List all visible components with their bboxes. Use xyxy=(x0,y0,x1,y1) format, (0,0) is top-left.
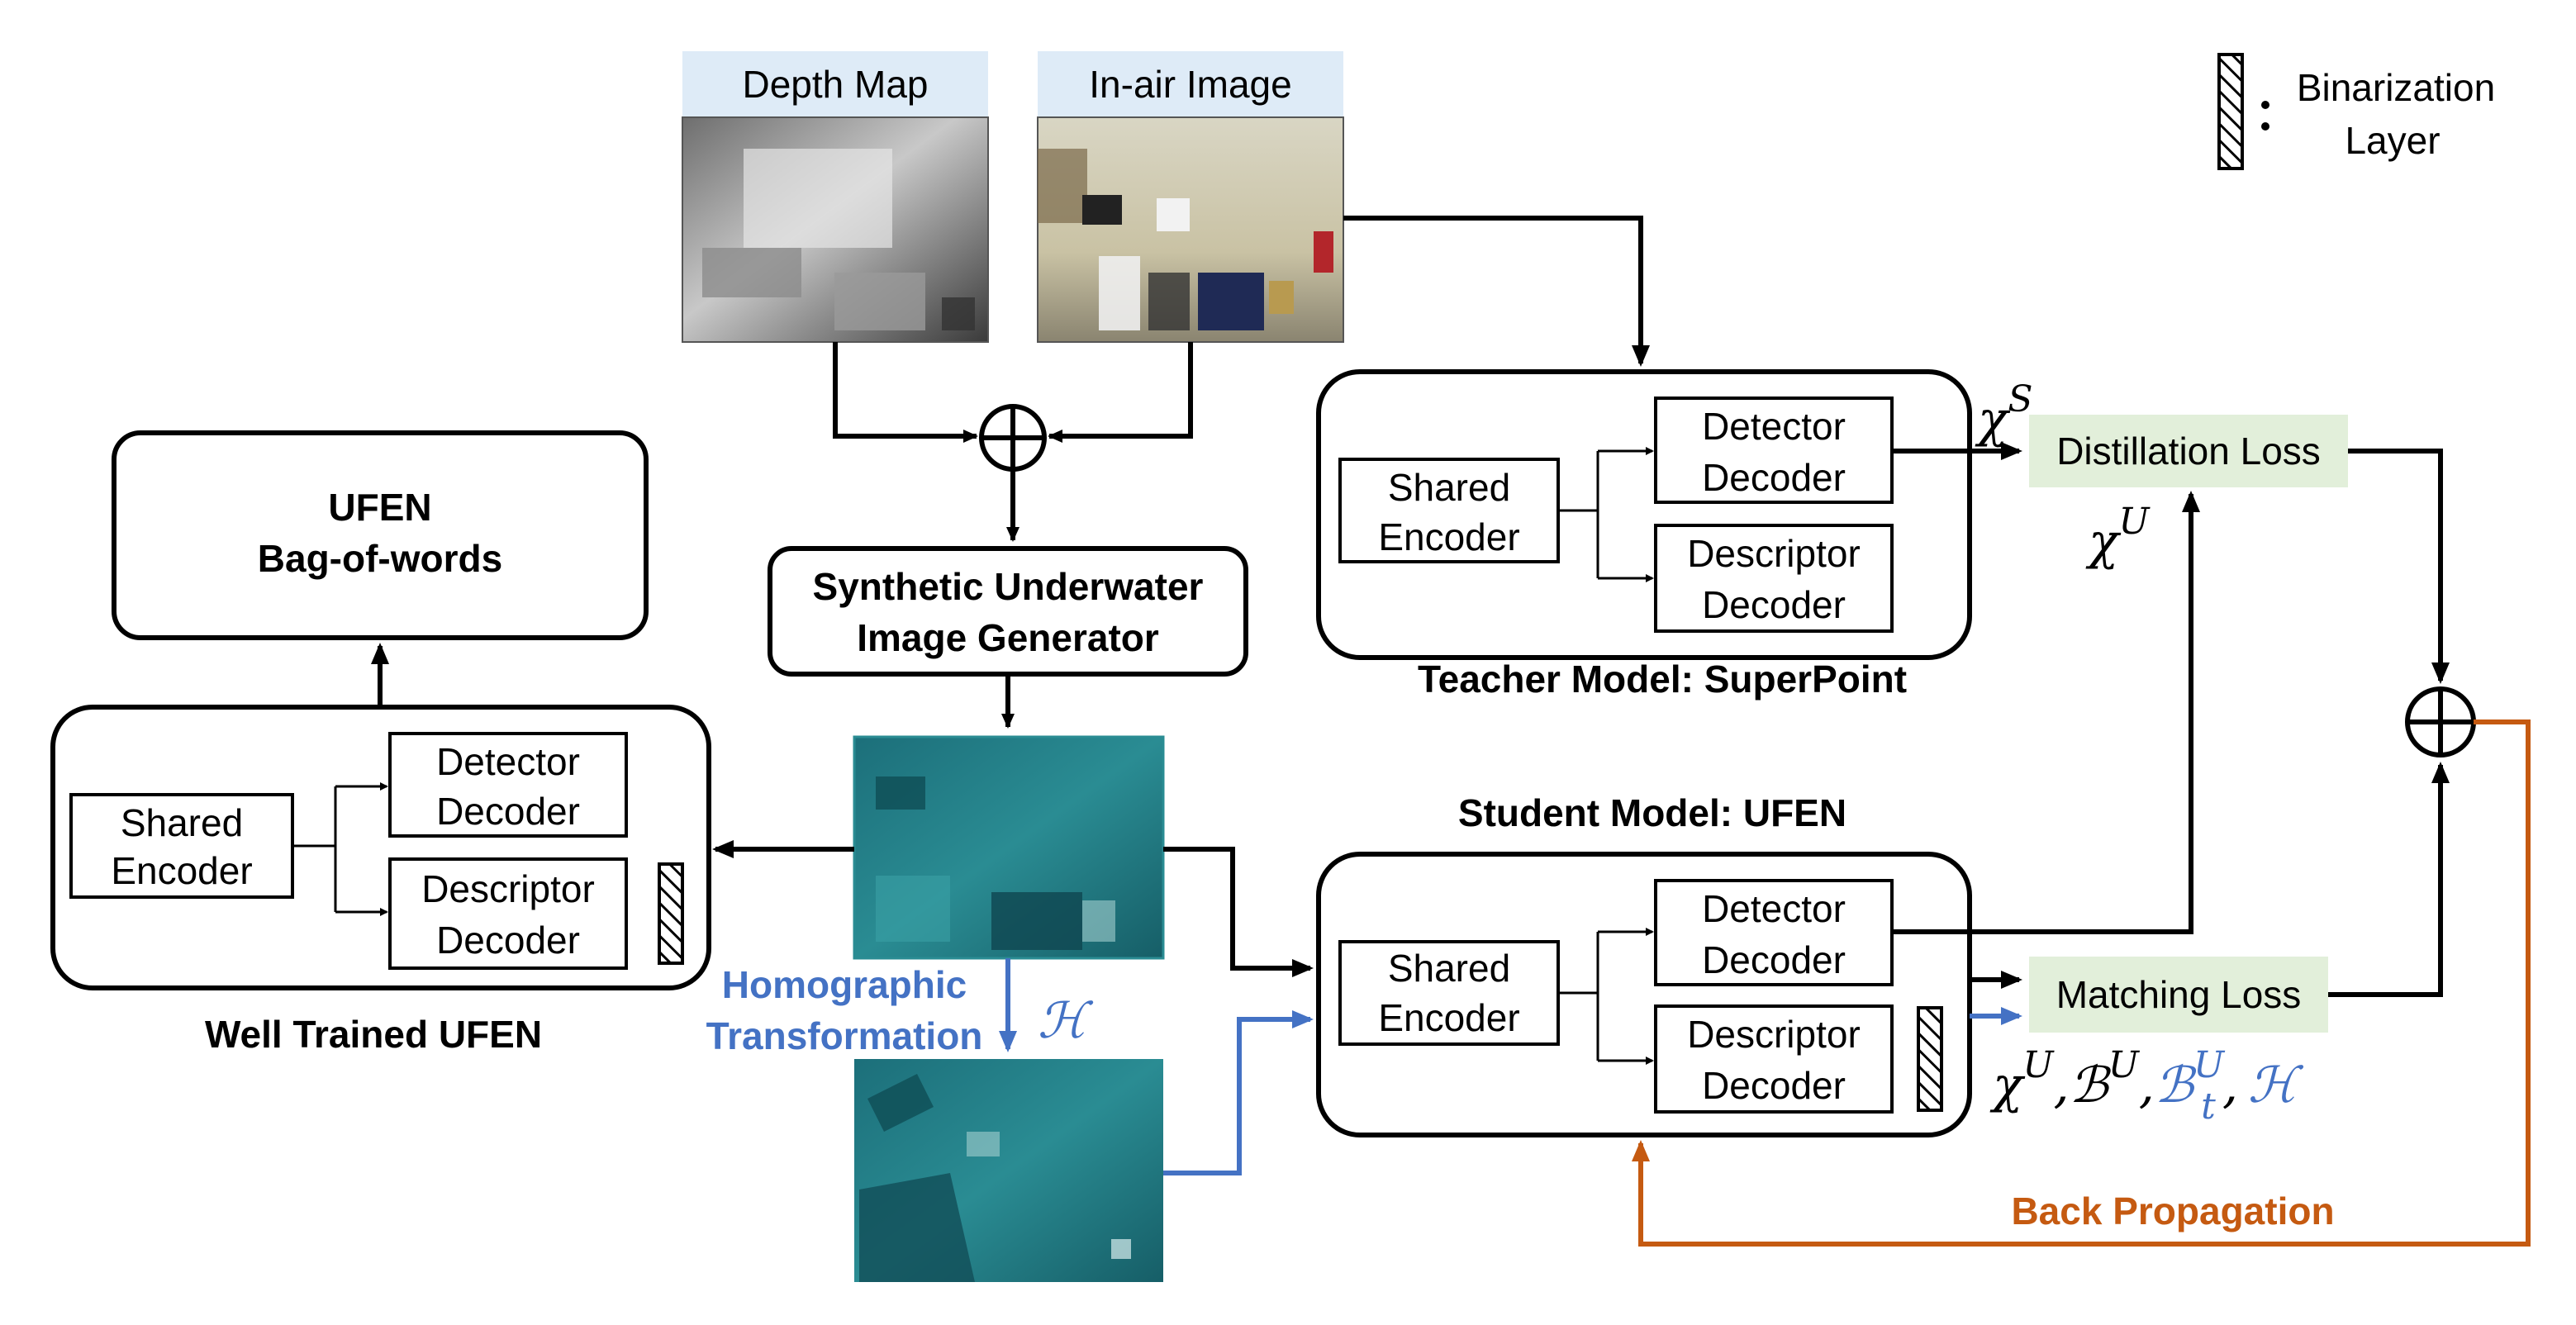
detector-decoder-label: Detector xyxy=(1702,887,1846,930)
legend-binarization-icon xyxy=(2217,53,2244,170)
distillation-loss-label: Distillation Loss xyxy=(2056,430,2321,473)
chi-s-symbol: χS xyxy=(1975,378,2033,449)
descriptor-decoder-label: Descriptor xyxy=(1687,532,1861,575)
arrow-distillation-to-sum xyxy=(2348,449,2450,684)
descriptor-decoder-box xyxy=(388,857,628,970)
generator-label: Synthetic Underwater xyxy=(813,565,1204,608)
arrow-inair-to-teacher xyxy=(1343,216,1650,367)
shared-encoder-label: Shared xyxy=(1388,947,1510,990)
descriptor-decoder-box xyxy=(1654,524,1894,633)
depth-map-label-bg xyxy=(682,51,988,117)
descriptor-decoder-label: Decoder xyxy=(436,919,580,962)
shared-encoder-label: Shared xyxy=(121,801,243,844)
homographic-label: Homographic xyxy=(722,963,967,1006)
depth-map-panel: Depth Map xyxy=(682,51,989,343)
student-model-title: Student Model: UFEN xyxy=(1458,791,1846,834)
in-air-image-panel: In-air Image xyxy=(1037,51,1344,343)
arrow-image-to-student xyxy=(1163,847,1314,977)
detector-decoder-label: Decoder xyxy=(1702,938,1846,981)
arrow-back-propagation xyxy=(1632,719,2531,1247)
student-model: Shared Encoder Detector Decoder Descript… xyxy=(1316,852,1972,1137)
shared-encoder-label: Shared xyxy=(1388,466,1510,509)
detector-decoder-box xyxy=(388,732,628,838)
encoder-branch-lines xyxy=(1558,451,1599,578)
matching-loss-label: Matching Loss xyxy=(2056,973,2302,1016)
well-trained-ufen-title: Well Trained UFEN xyxy=(205,1013,542,1056)
bag-of-words-box xyxy=(112,430,649,640)
underwater-image xyxy=(853,735,1165,960)
legend-colon-dot xyxy=(2261,122,2269,131)
encoder-branch-lines xyxy=(1558,932,1599,1061)
chi-u-symbol: χU xyxy=(2085,501,2151,571)
back-propagation-label: Back Propagation xyxy=(2011,1190,2334,1232)
distillation-loss-box xyxy=(2029,415,2348,487)
depth-map-label: Depth Map xyxy=(742,63,928,106)
in-air-image-label-bg xyxy=(1038,51,1343,117)
shared-encoder-box xyxy=(69,793,294,899)
detector-decoder-label: Decoder xyxy=(1702,456,1846,499)
descriptor-decoder-box xyxy=(1654,1004,1894,1114)
teacher-model-title: Teacher Model: SuperPoint xyxy=(1418,658,1907,700)
in-air-image-label: In-air Image xyxy=(1089,63,1291,106)
descriptor-decoder-label: Descriptor xyxy=(1687,1013,1861,1056)
arrow-depth-to-plus xyxy=(833,342,978,443)
teacher-model: Shared Encoder Detector Decoder Descript… xyxy=(1316,369,1972,660)
generator-label: Image Generator xyxy=(857,616,1159,659)
binarization-layer-icon xyxy=(1917,1006,1943,1112)
detector-decoder-label: Decoder xyxy=(436,790,580,833)
shared-encoder-label: Encoder xyxy=(1378,996,1519,1039)
shared-encoder-label: Encoder xyxy=(111,849,252,892)
legend-label: Binarization xyxy=(2297,66,2495,109)
bag-of-words-label: UFEN xyxy=(328,486,431,529)
legend-colon-dot xyxy=(2261,101,2269,109)
arrow-student-to-distillation xyxy=(1892,491,2200,934)
binarization-layer-icon xyxy=(658,862,684,965)
legend-label: Layer xyxy=(2345,119,2440,162)
homographic-label: Transformation xyxy=(706,1014,983,1057)
arrow-warped-to-student xyxy=(1163,1010,1314,1175)
detector-decoder-box xyxy=(1654,397,1894,504)
bag-of-words-label: Bag-of-words xyxy=(258,537,502,580)
warped-underwater-image xyxy=(854,1059,1163,1282)
arrow-matching-to-sum xyxy=(2328,762,2450,997)
descriptor-decoder-label: Decoder xyxy=(1702,583,1846,626)
shared-encoder-box xyxy=(1338,940,1560,1046)
matching-loss-box xyxy=(2029,957,2328,1033)
arrow-inair-to-plus xyxy=(1048,342,1193,443)
detector-decoder-box xyxy=(1654,879,1894,986)
shared-encoder-label: Encoder xyxy=(1378,515,1519,558)
descriptor-decoder-label: Decoder xyxy=(1702,1064,1846,1107)
detector-decoder-label: Detector xyxy=(1702,405,1846,448)
homography-symbol: ℋ xyxy=(1038,992,1094,1050)
combine-plus-icon xyxy=(979,404,1047,472)
well-trained-ufen-model: Shared Encoder Detector Decoder Descript… xyxy=(50,705,711,990)
encoder-branch-lines xyxy=(292,786,337,912)
descriptor-decoder-label: Descriptor xyxy=(421,867,595,910)
loss-sum-plus-icon xyxy=(2405,686,2476,757)
shared-encoder-box xyxy=(1338,458,1560,563)
detector-decoder-label: Detector xyxy=(436,740,580,783)
